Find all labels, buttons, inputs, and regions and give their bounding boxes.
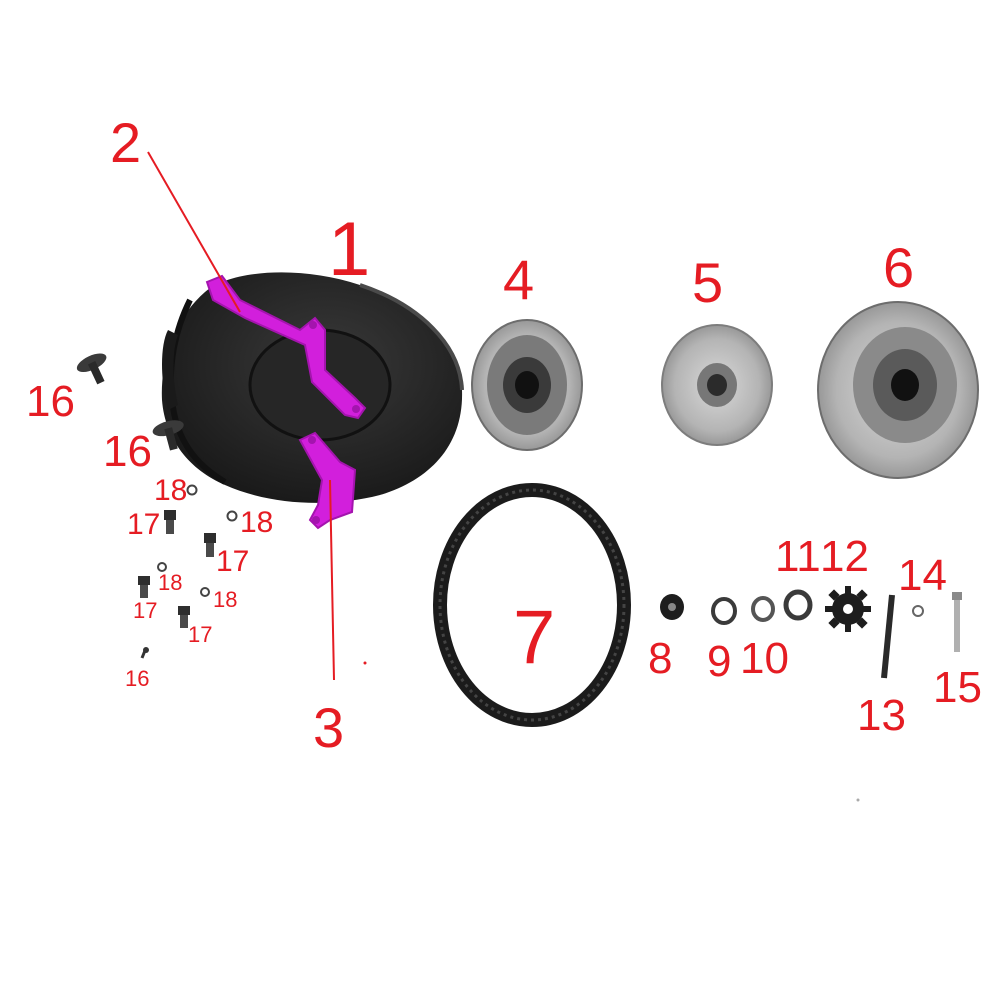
label-part-8: 8 — [648, 634, 673, 683]
label-part-13: 13 — [857, 691, 906, 740]
label-part-18-c: 18 — [158, 570, 183, 595]
label-part-10: 10 — [740, 634, 789, 683]
label-part-18-d: 18 — [213, 587, 238, 612]
washer-part-18-a — [186, 484, 198, 496]
upper-bracket-part — [205, 274, 367, 420]
label-part-9: 9 — [707, 637, 732, 686]
screw-part-16-a — [76, 353, 107, 385]
washer-part-10 — [751, 596, 775, 622]
label-part-17-a: 17 — [127, 508, 161, 541]
label-part-7: 7 — [513, 595, 556, 680]
label-part-4: 4 — [503, 248, 535, 311]
washer-part-18-d — [200, 587, 210, 597]
label-part-16-c: 16 — [125, 666, 150, 691]
sprocket-part-12 — [825, 586, 871, 632]
bolt-part-15 — [952, 592, 962, 652]
label-part-17-d: 17 — [188, 622, 213, 647]
label-part-5: 5 — [692, 251, 724, 314]
washer-part-14 — [912, 605, 924, 617]
screw-part-16-c — [140, 647, 149, 659]
label-part-15: 15 — [933, 663, 982, 712]
leader-line-3 — [329, 479, 335, 681]
label-part-14: 14 — [898, 551, 947, 600]
bolt-part-17-d — [178, 606, 190, 628]
label-part-18-a: 18 — [154, 474, 188, 507]
label-part-6: 6 — [883, 236, 915, 299]
pulley-half-part — [661, 324, 773, 446]
driven-clutch-part — [817, 301, 979, 479]
stray-mark-grey — [856, 798, 860, 802]
screw-part-16-b — [152, 420, 184, 451]
leader-line-2 — [147, 151, 241, 313]
label-part-1: 1 — [328, 207, 371, 292]
label-part-2: 2 — [110, 111, 142, 174]
bolt-part-17-c — [138, 576, 150, 598]
label-part-17-b: 17 — [216, 545, 250, 578]
label-part-11: 11 — [775, 532, 821, 581]
drive-clutch-part — [471, 319, 583, 451]
washer-part-9 — [711, 597, 737, 625]
bolt-part-17-a — [164, 510, 176, 534]
washer-part-11 — [783, 589, 813, 621]
label-part-3: 3 — [313, 696, 345, 759]
bolt-part-17-b — [204, 533, 216, 557]
rod-part-13 — [881, 594, 895, 679]
washer-part-18-c — [157, 562, 167, 572]
stray-mark — [363, 661, 367, 665]
label-part-16-a: 16 — [26, 377, 75, 426]
lower-bracket-part — [298, 431, 357, 530]
label-part-17-c: 17 — [133, 598, 158, 623]
label-part-18-b: 18 — [240, 506, 274, 539]
drive-belt-part — [433, 483, 631, 727]
washer-part-18-b — [226, 510, 238, 522]
label-part-12: 12 — [820, 532, 869, 581]
label-part-16-b: 16 — [103, 427, 152, 476]
spacer-part-8 — [660, 594, 684, 620]
belt-cover-part — [161, 272, 464, 503]
